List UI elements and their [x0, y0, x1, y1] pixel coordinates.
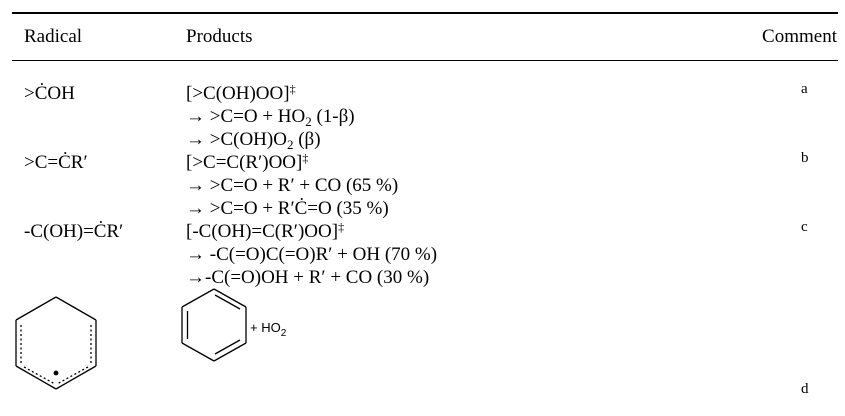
- radical-row-3: -C(OH)=ĊR′: [24, 221, 124, 242]
- product-line: → -C(=O)C(=O)R′ + OH (70 %): [186, 244, 438, 265]
- table-header-rule: [12, 60, 838, 61]
- comment-row-2: b: [801, 150, 809, 166]
- products-row-2: [>C=C(R′)OO]‡ → >C=O + R′ + CO (65 %) → …: [186, 151, 398, 220]
- comment-row-1: a: [801, 81, 808, 97]
- product-line: → >C=O + HO2 (1-β): [186, 106, 355, 129]
- radical-row-2: >C=ĊR′: [24, 152, 88, 173]
- product-line: →-C(=O)OH + R′ + CO (30 %): [186, 267, 430, 288]
- products-row-1: [>C(OH)OO]‡ → >C=O + HO2 (1-β) → >C(OH)O…: [186, 82, 355, 151]
- radical-row-1: >ĊOH: [24, 83, 75, 104]
- benzene-ring-structure: + HO2: [180, 287, 340, 384]
- product-line: [>C=C(R′)OO]‡: [186, 151, 309, 173]
- product-line: → >C=O + R′Ċ=O (35 %): [186, 198, 389, 219]
- comment-row-3: c: [801, 219, 808, 235]
- table-top-rule: [12, 12, 838, 14]
- product-line: [-C(OH)=C(R′)OO]‡: [186, 220, 345, 242]
- product-line: [>C(OH)OO]‡: [186, 82, 296, 104]
- cyclohexadienyl-radical-structure: [12, 292, 102, 401]
- comment-row-4: d: [801, 381, 809, 397]
- header-radical: Radical: [24, 26, 83, 47]
- header-comment: Comment: [762, 26, 837, 47]
- product-line: → >C(OH)O2 (β): [186, 129, 321, 152]
- product-plus-ho2-label: + HO2: [250, 320, 287, 339]
- header-products: Products: [186, 26, 253, 47]
- products-row-3: [-C(OH)=C(R′)OO]‡ → -C(=O)C(=O)R′ + OH (…: [186, 220, 437, 289]
- product-line: → >C=O + R′ + CO (65 %): [186, 175, 399, 196]
